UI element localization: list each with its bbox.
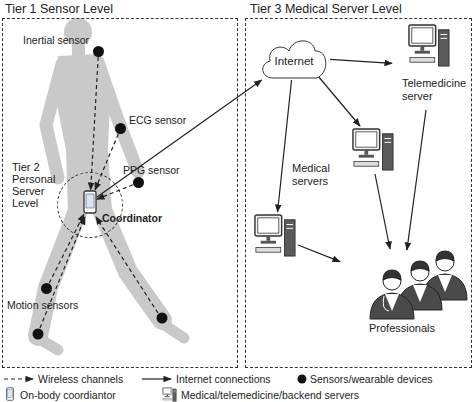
node-label: Telemedicine server: [402, 77, 472, 103]
legend-text: On-body coordiantor: [20, 389, 116, 401]
wireless-arrow: [49, 214, 84, 283]
wireless-arrow: [40, 217, 85, 328]
server-icon: [255, 215, 295, 256]
foot-shape: [38, 338, 58, 350]
internet-arrow: [318, 76, 360, 126]
node-label: Inertial sensor: [23, 34, 89, 46]
legend-sample-dot: [298, 375, 307, 384]
arm-shape: [46, 64, 62, 178]
wireless-arrow: [96, 217, 158, 313]
foot-shape: [160, 322, 184, 338]
internet-arrow: [298, 245, 340, 262]
node-label: Medical servers: [292, 162, 342, 188]
node-label: Motion sensors: [7, 299, 78, 311]
sensor-dot: Inertial sensor: [93, 46, 104, 57]
legend-text: Wireless channels: [38, 373, 123, 385]
wireless-arrow: [95, 134, 118, 190]
node-label: Coordinator: [102, 212, 162, 224]
node-label: Internet: [258, 55, 330, 67]
professionals-icon: [370, 251, 467, 319]
legend-sample-line: [142, 378, 171, 379]
personal-server-circle: Tier 2 Personal Server LevelCoordinator: [57, 172, 123, 238]
internet-arrow: [375, 174, 390, 249]
coordinator-phone: Coordinator: [83, 190, 97, 214]
phone-outline: [83, 190, 97, 214]
node-label: Tier 1 Sensor Level: [5, 2, 113, 16]
professionals-group: Professionals: [340, 250, 464, 322]
legend-sample-line: [4, 378, 33, 379]
internet-arrow: [278, 80, 292, 212]
sensor-dot: PPG sensor: [133, 177, 144, 188]
phone-body: [84, 191, 96, 213]
internet-arrow: [97, 80, 262, 197]
sensor-dot: [33, 329, 44, 340]
internet-cloud: Internet: [258, 34, 330, 80]
server-icon: [353, 129, 393, 170]
node-label: ECG sensor: [129, 114, 186, 126]
wireless-arrow: [91, 57, 99, 190]
sensor-dot: ECG sensor: [115, 123, 126, 134]
leg-shape: [38, 205, 80, 336]
sensor-dot: Motion sensors: [41, 283, 52, 294]
legend-sample-phone: [7, 388, 14, 401]
internet-arrow: [407, 110, 426, 250]
node-label: Tier 3 Medical Server Level: [250, 2, 402, 16]
legend-text: Internet connections: [176, 373, 271, 385]
legend-text: Sensors/wearable devices: [310, 373, 433, 385]
node-label: Tier 2 Personal Server Level: [12, 161, 58, 209]
sensor-dot: [157, 313, 168, 324]
doctor-figure: [370, 270, 414, 319]
telemedicine-server: Telemedicine server: [392, 22, 472, 110]
node-label: PPG sensor: [123, 164, 180, 176]
tier-box: Tier 3 Medical Server LevelInternetTelem…: [245, 18, 472, 368]
leg-shape: [100, 205, 162, 320]
wireless-arrow: [97, 185, 133, 199]
node-label: Professionals: [340, 322, 464, 335]
phone-screen: [86, 194, 94, 208]
legend-text: Medical/telemedicine/backend servers: [181, 389, 359, 401]
tier-box: Tier 1 Sensor LevelInertial sensorECG se…: [2, 18, 238, 368]
server-icon: [409, 25, 449, 66]
legend-sample-server: [163, 387, 177, 401]
internet-arrow: [330, 59, 392, 63]
medical-server: Medical servers: [252, 212, 298, 260]
